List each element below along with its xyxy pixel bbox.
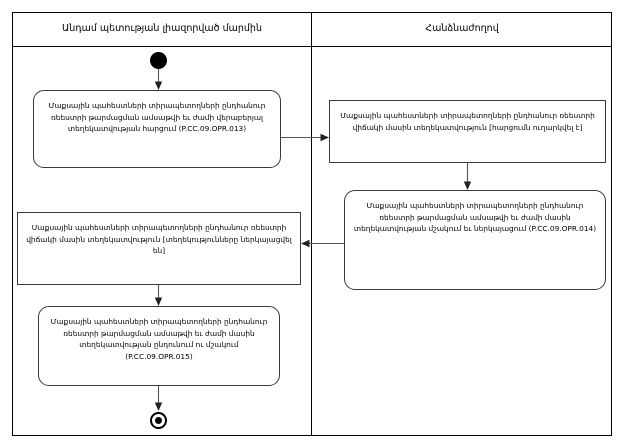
signal-node-info-provided-label: Մաքսային պահեստների տիրապետողների ընդհան… [26, 223, 292, 256]
activity-node-opr-014-label: Մաքսային պահեստների տիրապետողների ընդհան… [353, 201, 597, 234]
initial-node [150, 52, 167, 69]
activity-node-opr-015-label: Մաքսային պահեստների տիրապետողների ընդհան… [50, 317, 268, 361]
signal-node-request-sent-label: Մաքսային պահեստների տիրապետողների ընդհան… [340, 111, 595, 132]
signal-node-request-sent[interactable]: Մաքսային պահեստների տիրապետողների ընդհան… [329, 100, 606, 163]
final-node [150, 412, 167, 429]
signal-node-info-provided[interactable]: Մաքսային պահեստների տիրապետողների ընդհան… [17, 212, 301, 285]
lane-title-authorized-body: Անդամ պետության լիազորված մարմին [62, 23, 262, 34]
activity-node-opr-015[interactable]: Մաքսային պահեստների տիրապետողների ընդհան… [38, 306, 280, 386]
activity-node-opr-014[interactable]: Մաքսային պահեստների տիրապետողների ընդհան… [344, 190, 606, 290]
lane-title-commission: Հանձնաժողով [425, 23, 499, 34]
activity-node-opr-013[interactable]: Մաքսային պահեստների տիրապետողների ընդհան… [33, 90, 281, 168]
activity-node-opr-013-label: Մաքսային պահեստների տիրապետողների ընդհան… [48, 101, 266, 134]
lane-divider [311, 12, 312, 436]
lane-header-rule [12, 46, 612, 47]
